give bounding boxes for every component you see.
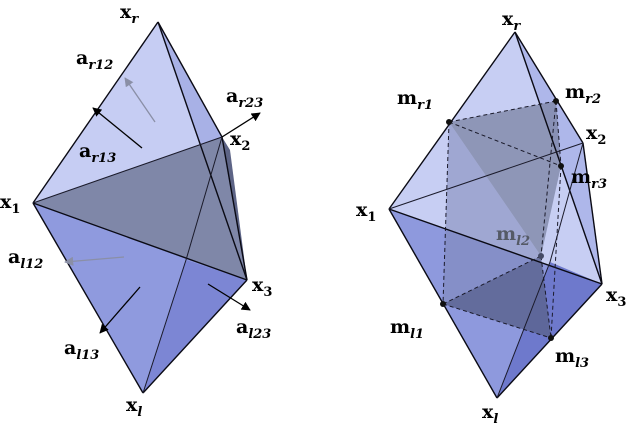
label-ar12: ar12 xyxy=(76,47,113,73)
face-l-x3-front xyxy=(143,260,247,393)
dot-ml2 xyxy=(538,253,544,259)
cut-lower xyxy=(443,256,551,338)
arrow-ar13 xyxy=(92,107,143,149)
label-right-x2: x2 xyxy=(586,122,606,148)
label-right-xr: xr xyxy=(502,8,521,34)
left-double-tetrahedron: xr x1 x2 x3 xl ar12 ar13 ar23 al12 al13 xyxy=(0,1,272,420)
label-right-x1: x1 xyxy=(356,199,376,225)
dot-mr3 xyxy=(558,163,564,169)
label-mr1: mr1 xyxy=(397,87,433,113)
label-left-xl: xl xyxy=(126,394,142,420)
label-right-x3: x3 xyxy=(606,284,626,310)
label-mr3: mr3 xyxy=(571,166,607,192)
arrow-ar12 xyxy=(124,77,156,123)
label-left-x2: x2 xyxy=(230,128,250,154)
label-ar23: ar23 xyxy=(226,85,263,111)
label-right-xl: xl xyxy=(482,401,498,425)
label-ml1: ml1 xyxy=(390,316,424,342)
arrow-al23 xyxy=(207,283,251,311)
label-al13: al13 xyxy=(64,337,99,363)
label-ml2: ml2 xyxy=(496,223,530,249)
label-al23: al23 xyxy=(236,316,271,342)
dot-mr2 xyxy=(553,98,559,104)
arrow-al12 xyxy=(64,256,125,266)
label-ar13: ar13 xyxy=(79,140,116,166)
cut-front xyxy=(443,122,541,304)
label-left-xr: xr xyxy=(120,1,139,27)
label-al12: al12 xyxy=(8,246,43,272)
label-ml3: ml3 xyxy=(555,345,589,371)
label-mr2: mr2 xyxy=(565,81,601,107)
dot-mr1 xyxy=(446,119,452,125)
cut-upper xyxy=(449,101,561,256)
dot-ml1 xyxy=(440,301,446,307)
label-left-x1: x1 xyxy=(0,191,20,217)
arrow-al13 xyxy=(99,286,141,334)
face-x1-x2-x3 xyxy=(33,137,247,280)
face-l-x1-x3 xyxy=(33,203,247,393)
label-left-x3: x3 xyxy=(252,274,272,300)
right-double-tetrahedron: xr x1 x2 x3 xl mr1 mr2 mr3 ml2 ml1 xyxy=(356,8,626,425)
arrow-ar23 xyxy=(221,112,261,138)
dot-ml3 xyxy=(548,335,554,341)
